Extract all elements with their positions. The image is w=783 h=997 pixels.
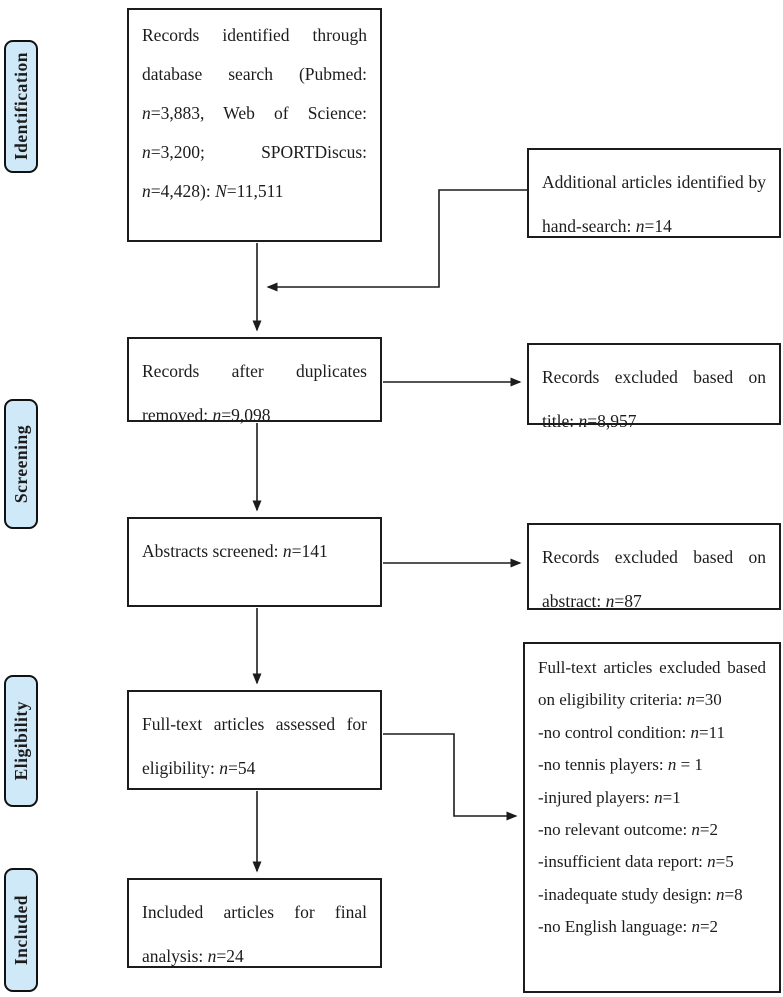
box-excluded-abstract: Records excluded based on abstract: n=87 bbox=[527, 523, 781, 611]
fulltext-excluded-header: Full-text articles excluded based on eli… bbox=[538, 658, 766, 710]
stage-label-text: Included bbox=[10, 894, 31, 966]
stage-label-screening: Screening bbox=[4, 399, 38, 529]
box-records-identified: Records identified through database sear… bbox=[127, 8, 382, 242]
box-excluded-title: Records excluded based on title: n=8,957 bbox=[527, 343, 781, 431]
stage-label-identification: Identification bbox=[4, 40, 38, 173]
stage-label-text: Identification bbox=[10, 52, 31, 161]
exclusion-reason: -inadequate study design: n=8 bbox=[538, 884, 743, 904]
stage-label-text: Eligibility bbox=[10, 701, 31, 781]
box-fulltext-excluded: Full-text articles excluded based on eli… bbox=[523, 642, 781, 993]
box-abstracts-screened: Abstracts screened: n=141 bbox=[127, 517, 382, 607]
exclusion-reason: -no relevant outcome: n=2 bbox=[538, 820, 719, 840]
stage-label-eligibility: Eligibility bbox=[4, 675, 38, 807]
exclusion-reason: -insufficient data report: n=5 bbox=[538, 852, 734, 872]
box-included-final: Included articles for final analysis: n=… bbox=[127, 878, 382, 968]
exclusion-reason: -no English language: n=2 bbox=[538, 917, 719, 937]
stage-label-included: Included bbox=[4, 868, 38, 992]
box-duplicates-removed: Records after duplicates removed: n=9,09… bbox=[127, 337, 382, 425]
exclusion-reason: -no control condition: n=11 bbox=[538, 722, 725, 742]
stage-label-text: Screening bbox=[10, 424, 31, 504]
box-hand-search: Additional articles identified by hand-s… bbox=[527, 148, 781, 238]
box-fulltext-assessed: Full-text articles assessed for eligibil… bbox=[127, 690, 382, 790]
arrow-fulltext-to-excluded-fulltext bbox=[383, 733, 518, 821]
exclusion-reason: -injured players: n=1 bbox=[538, 787, 681, 807]
exclusion-reason: -no tennis players: n = 1 bbox=[538, 755, 703, 775]
